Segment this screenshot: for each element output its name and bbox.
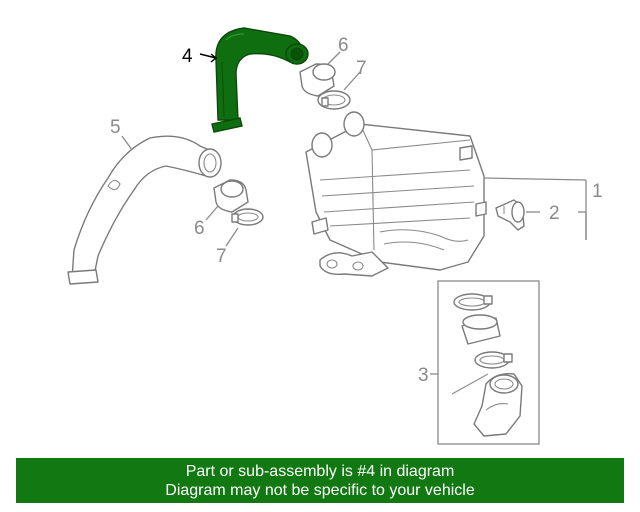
callout-2: 2 xyxy=(549,203,560,224)
part-6-sleeve-middle xyxy=(213,179,249,213)
part-1-intercooler xyxy=(305,111,487,277)
part-7-clamp-top xyxy=(317,90,351,110)
part-6-sleeve-top xyxy=(299,63,336,97)
callout-5: 5 xyxy=(110,117,121,138)
part-3-kit-box xyxy=(437,280,540,445)
part-7-clamp-middle xyxy=(231,208,264,226)
callout-4: 4 xyxy=(182,46,193,67)
callout-1: 1 xyxy=(592,181,603,202)
callout-6-top: 6 xyxy=(338,35,349,56)
highlighted-part-4-intake-pipe[interactable] xyxy=(211,27,309,133)
banner-line-1: Part or sub-assembly is #4 in diagram xyxy=(185,463,455,480)
part-2-sensor xyxy=(495,199,525,231)
part-5-intake-hose xyxy=(67,135,222,285)
banner-line-2: Diagram may not be specific to your vehi… xyxy=(165,482,475,499)
callout-7-middle: 7 xyxy=(216,246,227,267)
callout-3: 3 xyxy=(418,365,429,386)
callout-7-top: 7 xyxy=(356,58,367,79)
leader-lines xyxy=(121,51,587,375)
callout-6-middle: 6 xyxy=(194,218,205,239)
info-banner: Part or sub-assembly is #4 in diagram Di… xyxy=(16,458,624,503)
callout-labels: 4 6 7 5 6 7 1 2 3 xyxy=(110,35,603,386)
